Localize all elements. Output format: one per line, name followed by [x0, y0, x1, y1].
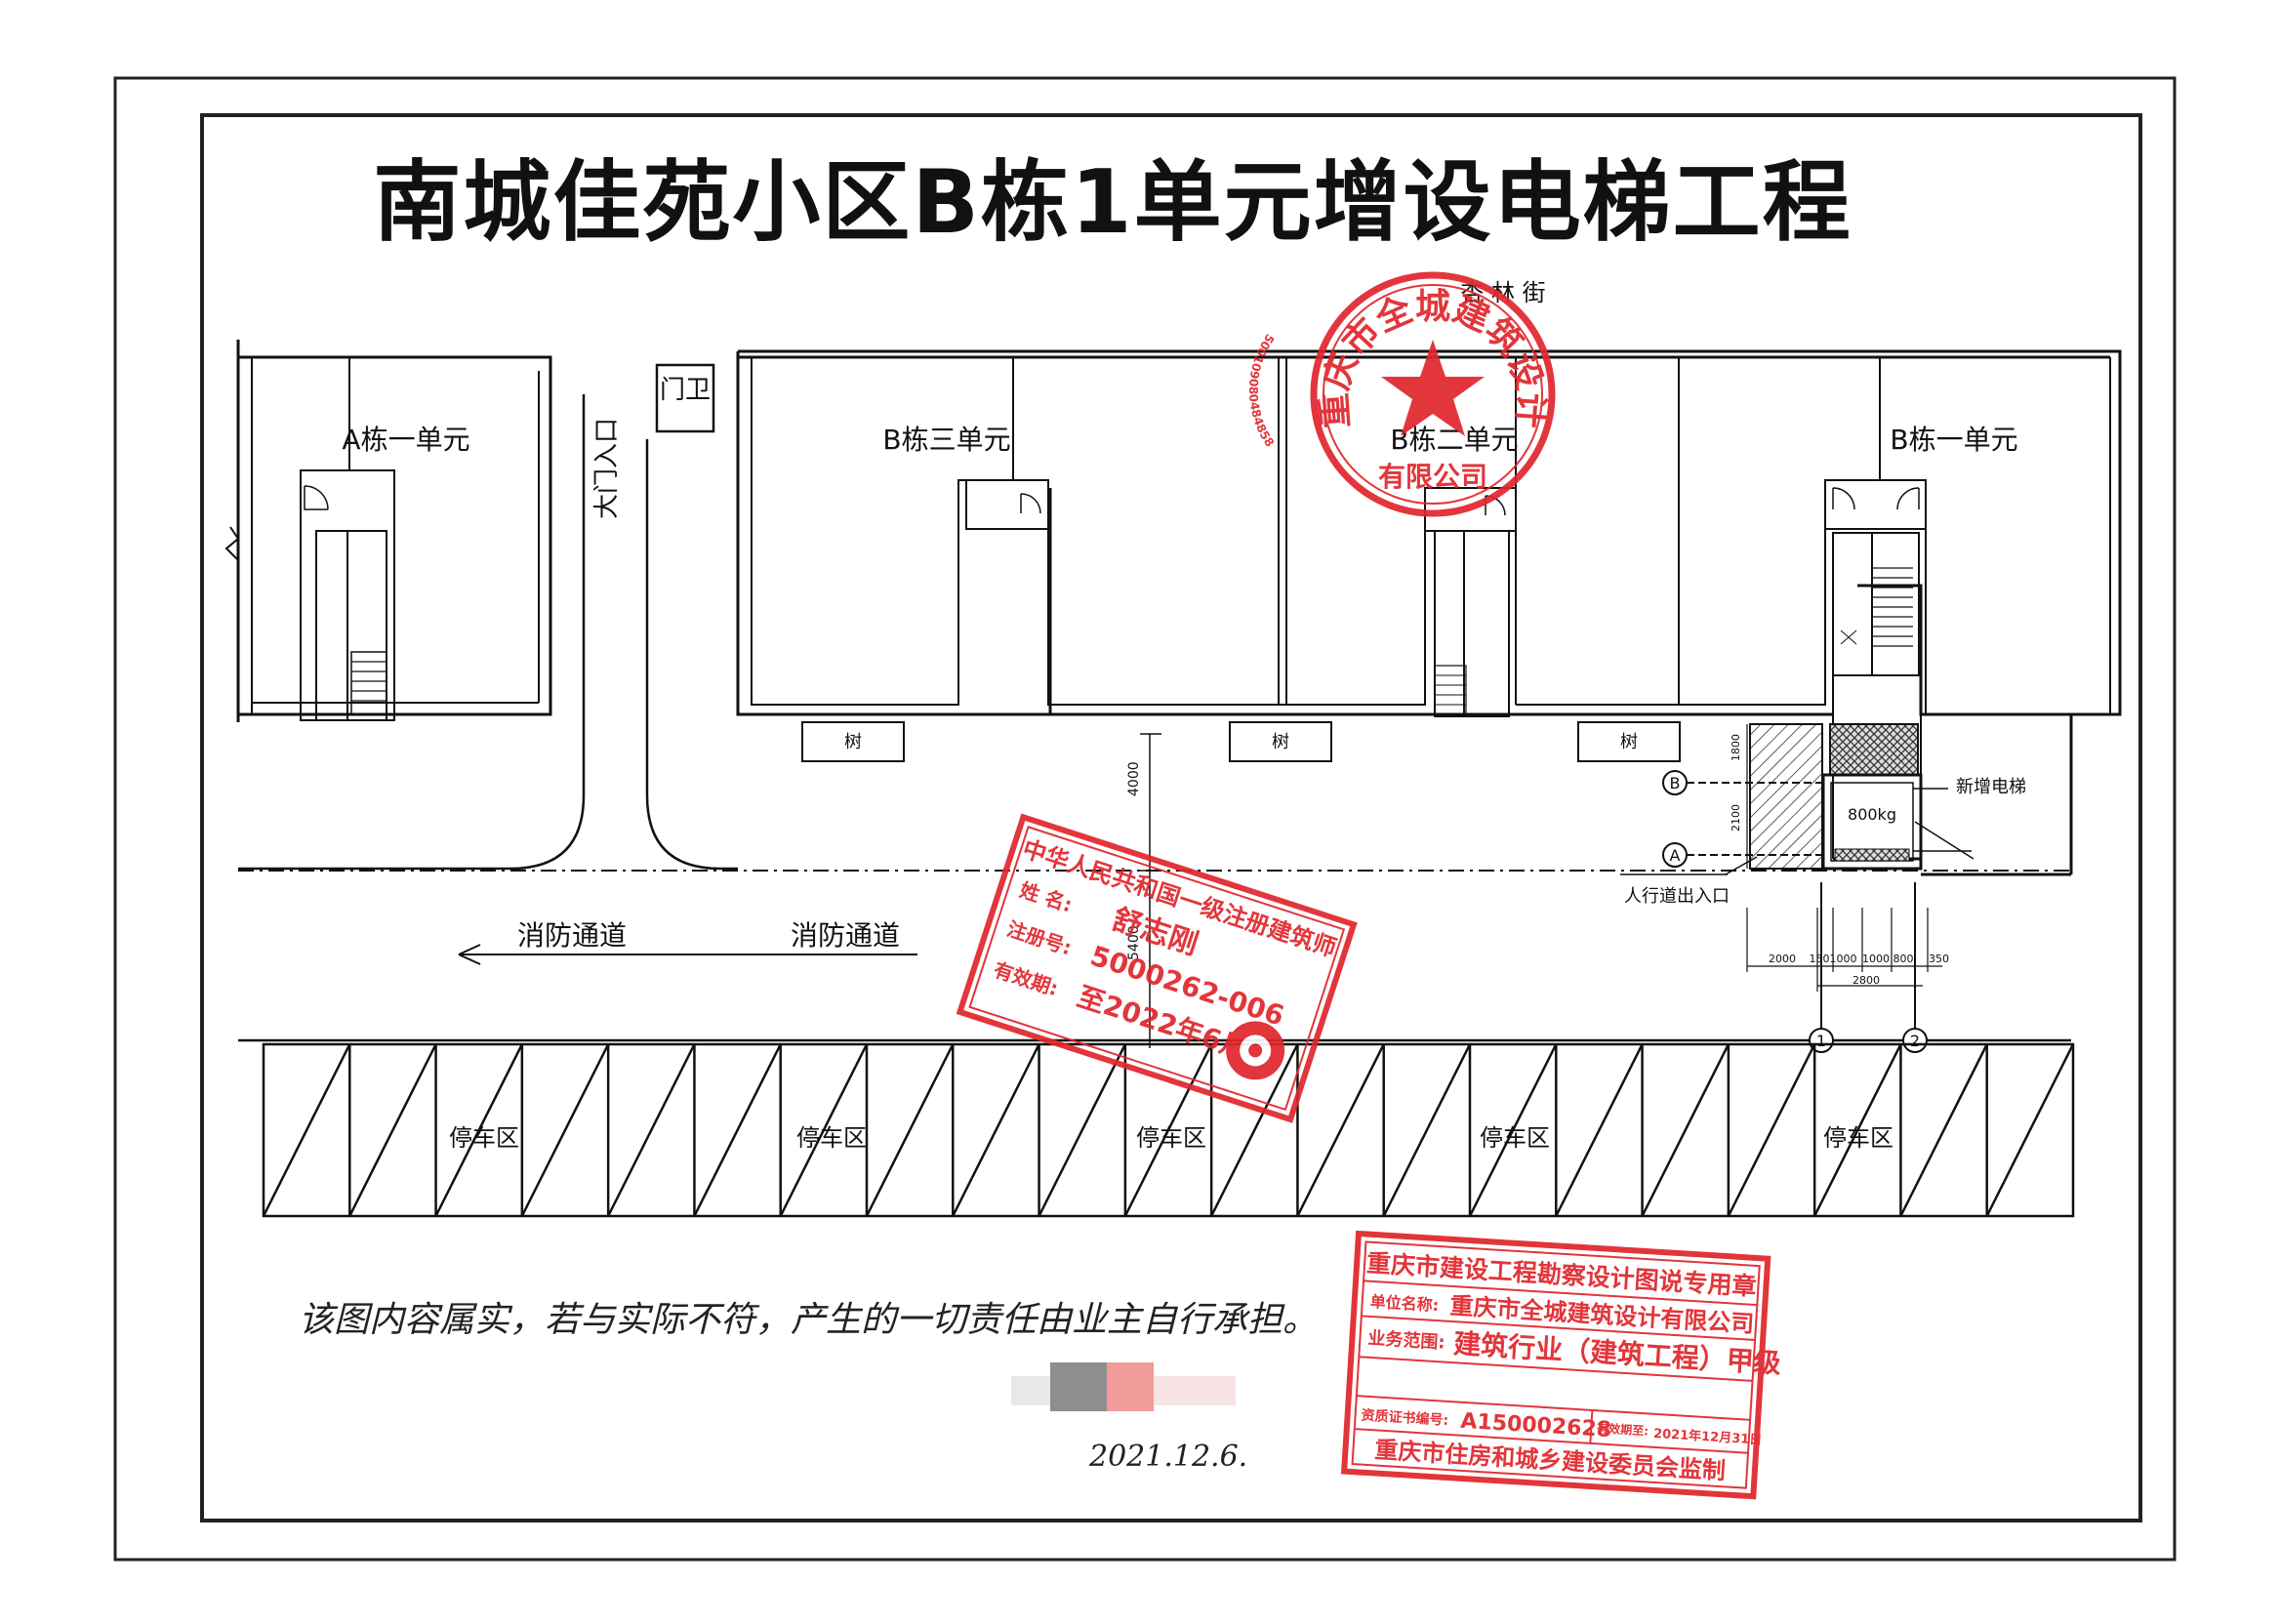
- axis-1-label: 1: [1816, 1032, 1826, 1050]
- dim-800: 800: [1893, 953, 1914, 965]
- review-seal-unit-label: 单位名称:: [1369, 1292, 1439, 1315]
- tree-label: 树: [1272, 732, 1289, 752]
- svg-text:500109080484858: 500109080484858: [1246, 332, 1277, 450]
- round-seal-code: 500109080484858: [1246, 332, 1277, 450]
- axis-2-label: 2: [1910, 1032, 1920, 1050]
- parking-stall-diagonal: [952, 1043, 1040, 1217]
- gate-entrance-label: 大门入口: [592, 418, 622, 519]
- dim-350: 350: [1929, 953, 1949, 965]
- handwritten-note: 该图内容属实，若与实际不符，产生的一切责任由业主自行承担。: [299, 1300, 1318, 1340]
- gate-guard-box: [655, 363, 715, 433]
- building-b-unit2-label: B栋二单元: [1390, 424, 1518, 456]
- review-seal-valid: 2021年12月31日: [1653, 1426, 1763, 1448]
- parking-stall-diagonal: [1038, 1043, 1126, 1217]
- parking-stall-diagonal: [607, 1043, 696, 1217]
- parking-stall-diagonal: [1468, 1043, 1558, 1217]
- parking-label: 停车区: [1136, 1124, 1206, 1152]
- parking-stall-diagonal: [1985, 1043, 2075, 1217]
- tree-label: 树: [1620, 732, 1638, 752]
- parking-stall-diagonal: [520, 1043, 610, 1217]
- parking-stall-diagonal: [1123, 1043, 1213, 1217]
- dim-4000: 4000: [1126, 761, 1142, 796]
- building-b-unit1-label: B栋一单元: [1890, 424, 2017, 456]
- tree-box: [1229, 721, 1332, 762]
- parking-stall-diagonal: [1727, 1043, 1816, 1217]
- parking-stall-diagonal: [1296, 1043, 1385, 1217]
- parking-label: 停车区: [449, 1124, 519, 1152]
- parking-stall-diagonal: [262, 1043, 351, 1217]
- parking-stall-diagonal: [865, 1043, 955, 1217]
- entrance-road: [238, 394, 738, 871]
- trees: 树 树 树: [801, 721, 1681, 762]
- parking-stall-diagonal: [1641, 1043, 1730, 1217]
- horizontal-dimension: [1746, 908, 1942, 992]
- round-company-seal: 重庆市全城建筑设计 有限公司 500109080484858: [1246, 271, 1556, 517]
- parking-stall-diagonal: [1813, 1043, 1902, 1217]
- fire-lane-label: 消防通道: [791, 919, 900, 952]
- ped-exit-label: 人行道出入口: [1624, 886, 1730, 907]
- handwritten-date: 2021.12.6.: [1088, 1440, 1247, 1474]
- dim-2100: 2100: [1730, 804, 1742, 832]
- signature-blur: [1011, 1362, 1236, 1411]
- building-a-unit1: [236, 340, 552, 722]
- review-seal-scope-label: 业务范围:: [1367, 1327, 1445, 1354]
- dim-1501000: 1501000: [1810, 953, 1857, 965]
- architect-reg-label: 注册号:: [1004, 916, 1075, 959]
- vertical-dimension: [1140, 733, 1161, 1048]
- dim-2000: 2000: [1769, 953, 1796, 965]
- building-a-unit1-label: A栋一单元: [342, 424, 469, 456]
- page-title: 南城佳苑小区B栋1单元增设电梯工程: [373, 151, 1852, 254]
- tree-box: [801, 721, 905, 762]
- dim-5400: 5400: [1126, 925, 1142, 960]
- parking-stall-diagonal: [348, 1043, 437, 1217]
- parking-label: 停车区: [1480, 1124, 1550, 1152]
- dim-2800: 2800: [1852, 974, 1880, 987]
- parking-stall-diagonal: [1555, 1043, 1644, 1217]
- architect-name-label: 姓 名:: [1017, 878, 1076, 917]
- fire-lane-arrow: [458, 944, 917, 965]
- break-line: [224, 526, 240, 561]
- elevator-plan: [1749, 723, 1975, 871]
- tree-label: 树: [844, 732, 862, 752]
- outer-frame: [113, 76, 2177, 1562]
- fire-lane-label: 消防通道: [517, 919, 627, 952]
- drawing-review-seal: 重庆市建设工程勘察设计图说专用章 单位名称: 重庆市全城建筑设计有限公司 业务范…: [1340, 1230, 1782, 1500]
- parking-stall-diagonal: [1899, 1043, 1988, 1217]
- new-elevator-label: 新增电梯: [1956, 777, 2026, 797]
- review-seal-valid-label: 有效期至:: [1597, 1420, 1649, 1438]
- architect-valid-label: 有效期:: [991, 957, 1061, 1000]
- round-seal-bottom-text: 有限公司: [1378, 461, 1487, 493]
- dim-1800: 1800: [1730, 734, 1742, 761]
- inner-frame: [200, 113, 2142, 1522]
- parking-stall-diagonal: [1382, 1043, 1472, 1217]
- review-seal-cert-label: 资质证书编号:: [1361, 1407, 1448, 1429]
- elevator-capacity: 800kg: [1848, 805, 1896, 824]
- axis-b-label: B: [1670, 774, 1681, 792]
- architect-seal: 中华人民共和国一级注册建筑师 姓 名: 舒志刚 注册号: 5000262-006…: [956, 813, 1358, 1123]
- parking-area: [262, 1042, 2075, 1218]
- parking-stall-diagonal: [693, 1043, 782, 1217]
- building-b-unit3-label: B栋三单元: [882, 424, 1010, 456]
- axis-a-label: A: [1670, 846, 1681, 865]
- parking-stall-diagonal: [434, 1043, 523, 1217]
- parking-stall-diagonal: [779, 1043, 869, 1217]
- parking-label: 停车区: [796, 1124, 867, 1152]
- dim-1000: 1000: [1862, 953, 1890, 965]
- tree-box: [1577, 721, 1681, 762]
- parking-stall-diagonal: [1210, 1043, 1299, 1217]
- parking-label: 停车区: [1823, 1124, 1893, 1152]
- ped-exit-leader: [1725, 856, 1758, 875]
- gate-guard-label: 门卫: [660, 376, 711, 405]
